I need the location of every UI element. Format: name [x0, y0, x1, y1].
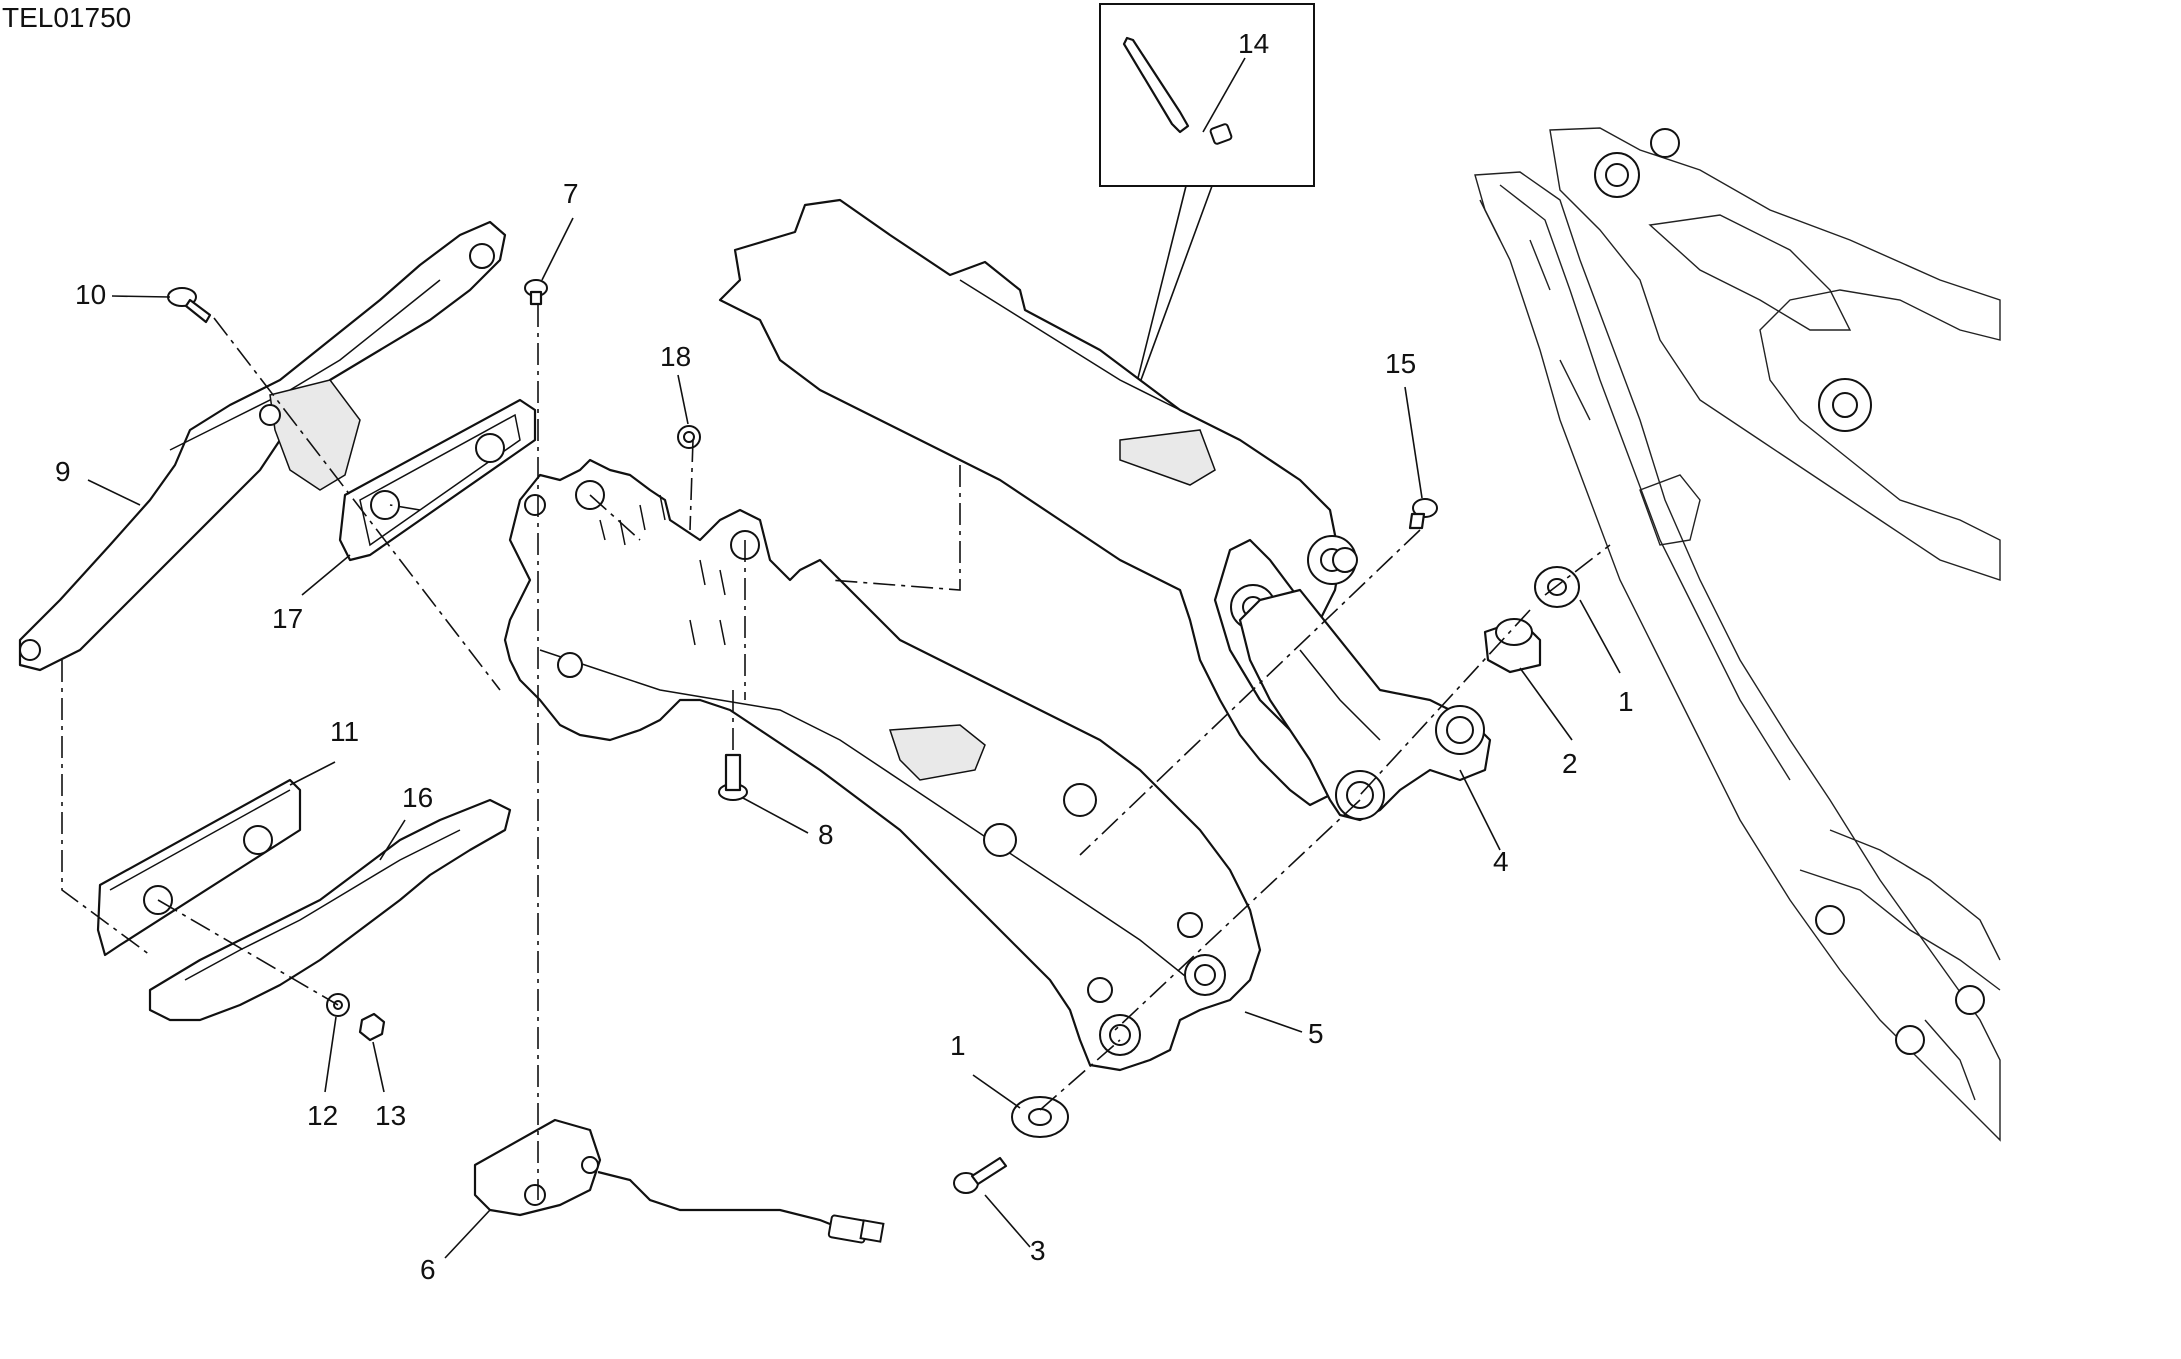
- part-11-reflector-plate: [96, 778, 302, 957]
- part-15-screw: [1408, 498, 1438, 530]
- drawing-code: TEL01750: [2, 2, 132, 33]
- ref-label-1-top: 1: [1618, 686, 1634, 717]
- part-18-clip: [677, 425, 701, 449]
- part-7-screw: [524, 279, 548, 306]
- ref-label-17: 17: [272, 603, 304, 634]
- ref-label-12: 12: [307, 1100, 339, 1131]
- ref-label-4: 4: [1493, 846, 1509, 877]
- part-4-bracket: [1238, 547, 1492, 822]
- part-10-screw: [167, 287, 212, 324]
- ref-label-3: 3: [1030, 1235, 1046, 1266]
- ref-label-7: 7: [563, 178, 579, 209]
- ref-label-18: 18: [660, 341, 692, 372]
- ref-label-16: 16: [402, 782, 434, 813]
- ref-label-14: 14: [1238, 28, 1270, 59]
- part-1-washer-top: [1534, 566, 1580, 608]
- ref-label-10: 10: [75, 279, 107, 310]
- part-17-gasket: [338, 398, 537, 562]
- ref-label-6: 6: [420, 1254, 436, 1285]
- inset-box-14: [1099, 3, 1315, 411]
- ref-label-5: 5: [1308, 1018, 1324, 1049]
- part-1-washer-bottom: [1011, 1096, 1069, 1138]
- part-8-screw: [718, 753, 748, 801]
- ref-label-2: 2: [1562, 748, 1578, 779]
- ref-label-9: 9: [55, 456, 71, 487]
- part-5-plate-support: [503, 458, 1262, 1072]
- part-3-screw: [953, 1156, 1008, 1194]
- ref-label-1-bottom: 1: [950, 1030, 966, 1061]
- part-13-nut: [358, 1012, 386, 1042]
- ref-label-8: 8: [818, 819, 834, 850]
- part-2-bushing: [1483, 618, 1542, 674]
- leader-lines: [87, 217, 1621, 1259]
- part-16-strip: [148, 798, 512, 1022]
- ref-label-11: 11: [330, 716, 360, 747]
- motorcycle-frame: [1474, 127, 2001, 1142]
- ref-label-15: 15: [1385, 348, 1417, 379]
- assembly-lines: [61, 305, 1611, 1200]
- ref-label-13: 13: [375, 1100, 407, 1131]
- part-9-plate-holder: [18, 220, 507, 672]
- part-6-light-unit: [473, 1118, 885, 1244]
